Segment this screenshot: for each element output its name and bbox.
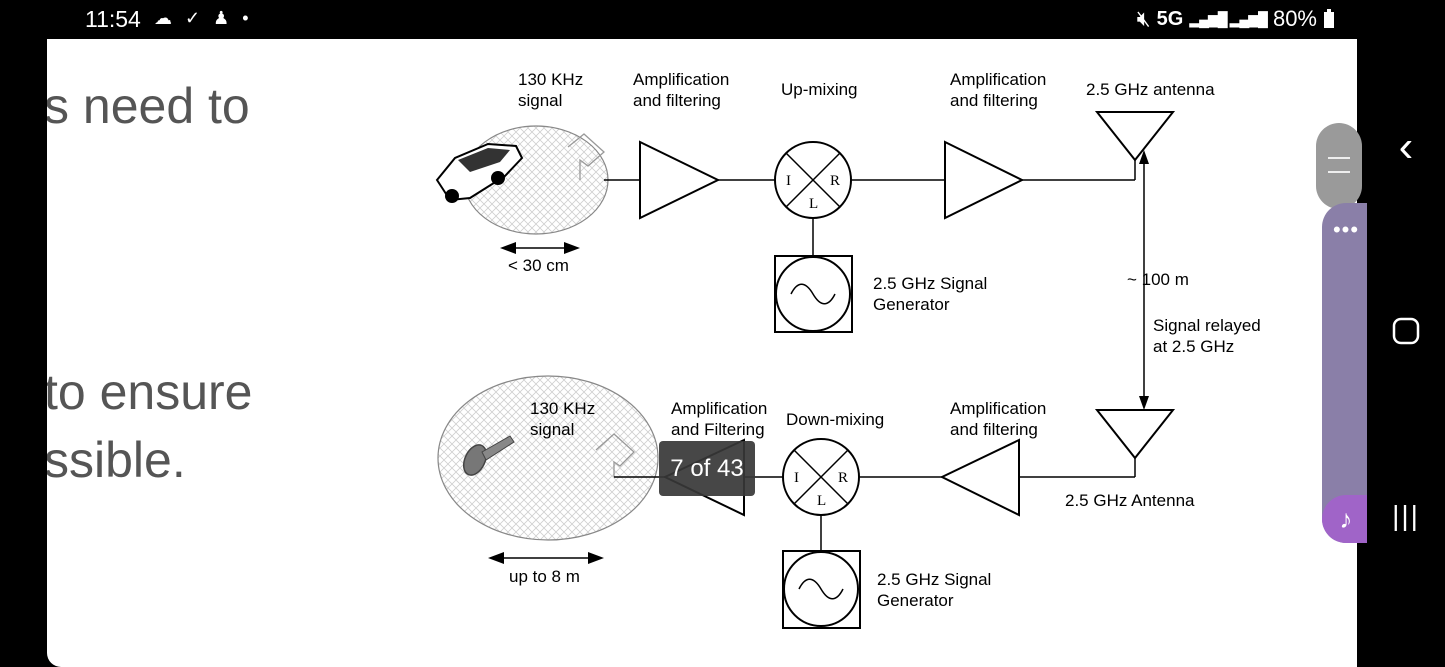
network-type: 5G — [1156, 7, 1184, 30]
downmixer-icon: I R L — [782, 438, 860, 516]
svg-text:Generator: Generator — [877, 591, 954, 610]
bottom-antenna-icon — [1094, 409, 1176, 460]
upmix-label: Up-mixing — [781, 80, 858, 99]
svg-text:and filtering: and filtering — [633, 91, 721, 110]
top-amplifier-1-icon — [639, 140, 721, 220]
more-options-icon[interactable]: ••• — [1332, 217, 1360, 242]
svg-text:L: L — [809, 196, 818, 212]
svg-text:Generator: Generator — [873, 295, 950, 314]
relay-label: Signal relayed at 2.5 GHz — [1153, 316, 1261, 356]
status-right: 🔇︎ 5G ▂▄▆█ ▂▄▆█ 80% — [1137, 6, 1335, 32]
svg-text:L: L — [817, 493, 826, 509]
svg-text:I: I — [786, 173, 791, 189]
top-amplifier-2-icon — [944, 140, 1025, 220]
signal-icon: ▂▄▆█ ▂▄▆█ — [1189, 10, 1268, 27]
svg-text:signal: signal — [530, 420, 574, 439]
navigation-bar: ‹ ||| — [1367, 0, 1445, 667]
bottom-amp1-label: Amplification and Filtering — [671, 399, 767, 439]
top-siggen-label: 2.5 GHz Signal Generator — [873, 274, 987, 314]
bottom-signal-generator-icon — [782, 550, 861, 629]
svg-text:I: I — [794, 470, 799, 486]
top-antenna-icon — [1094, 111, 1176, 162]
slide-text-line: s need to — [47, 78, 250, 134]
key-field-ellipse — [437, 375, 659, 541]
notification-icons: ☁ ✓ ♟ • — [154, 8, 253, 28]
home-icon[interactable] — [1367, 316, 1445, 351]
svg-text:and filtering: and filtering — [950, 91, 1038, 110]
svg-text:and filtering: and filtering — [950, 420, 1038, 439]
music-note-icon[interactable]: ♪ — [1322, 495, 1370, 543]
battery-icon — [1324, 9, 1334, 28]
svg-text:Amplification: Amplification — [671, 399, 767, 418]
document-page[interactable]: s need to to ensure ssible. — [47, 39, 1357, 667]
top-antenna-label: 2.5 GHz antenna — [1086, 80, 1215, 99]
distance-label: ~ 100 m — [1127, 270, 1189, 289]
top-coil-antenna-icon — [567, 133, 605, 180]
top-amp1-label: Amplification and filtering — [633, 70, 729, 110]
svg-text:Amplification: Amplification — [633, 70, 729, 89]
slide-text-line: ssible. — [47, 432, 186, 488]
bottom-amplifier-2-icon — [939, 438, 1020, 517]
recents-icon[interactable]: ||| — [1392, 500, 1420, 531]
battery-percent: 80% — [1272, 6, 1317, 31]
downmix-label: Down-mixing — [786, 410, 884, 429]
svg-text:Signal relayed: Signal relayed — [1153, 316, 1261, 335]
top-range-arrow — [500, 242, 580, 254]
svg-text:and Filtering: and Filtering — [671, 420, 765, 439]
relay-arrow — [1139, 150, 1149, 410]
mute-icon: 🔇︎ — [1136, 6, 1151, 31]
svg-text:130 KHz: 130 KHz — [518, 70, 583, 89]
car-icon — [435, 142, 524, 203]
top-signal-generator-icon — [774, 255, 853, 333]
bottom-amp2-label: Amplification and filtering — [950, 399, 1046, 439]
page-counter: 7 of 43 — [659, 441, 755, 496]
bottom-antenna-label: 2.5 GHz Antenna — [1065, 491, 1195, 510]
bottom-range-arrow — [488, 552, 604, 564]
svg-text:130 KHz: 130 KHz — [530, 399, 595, 418]
bottom-signal-label: 130 KHz signal — [530, 399, 595, 439]
status-time: 11:54 — [85, 6, 141, 32]
bottom-coil-antenna-icon — [595, 433, 635, 477]
key-icon — [462, 435, 515, 476]
handle-line — [1328, 171, 1350, 173]
top-signal-label: 130 KHz signal — [518, 70, 583, 110]
back-icon[interactable]: ‹ — [1398, 122, 1414, 171]
edge-panel[interactable]: ••• ♪ — [1322, 203, 1370, 543]
status-bar: 11:54 ☁ ✓ ♟ • 🔇︎ 5G ▂▄▆█ ▂▄▆█ 80% — [0, 0, 1367, 39]
svg-text:signal: signal — [518, 91, 562, 110]
bottom-siggen-label: 2.5 GHz Signal Generator — [877, 570, 991, 610]
edge-panel-handle[interactable] — [1316, 123, 1362, 209]
handle-line — [1328, 157, 1350, 159]
svg-text:at 2.5 GHz: at 2.5 GHz — [1153, 337, 1234, 356]
upmixer-icon: I R L — [774, 141, 852, 219]
svg-text:2.5 GHz Signal: 2.5 GHz Signal — [877, 570, 991, 589]
svg-text:2.5 GHz Signal: 2.5 GHz Signal — [873, 274, 987, 293]
slide-text-line: to ensure — [47, 364, 253, 420]
bottom-range-label: up to 8 m — [509, 567, 580, 586]
top-amp2-label: Amplification and filtering — [950, 70, 1046, 110]
svg-text:Amplification: Amplification — [950, 399, 1046, 418]
svg-text:R: R — [830, 173, 840, 189]
svg-text:Amplification: Amplification — [950, 70, 1046, 89]
top-range-label: < 30 cm — [508, 256, 569, 275]
svg-text:R: R — [838, 470, 848, 486]
